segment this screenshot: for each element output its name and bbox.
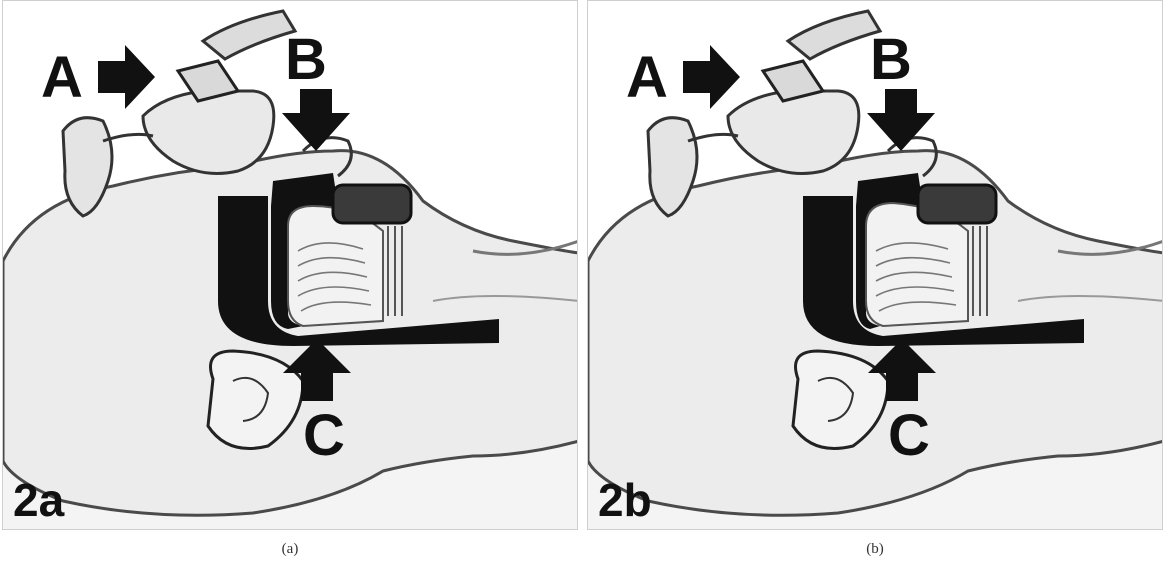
marker-label-a: A: [41, 49, 83, 107]
marker-label-b: B: [870, 31, 912, 89]
marker-label-a: A: [626, 49, 668, 107]
marker-label-c: C: [888, 407, 930, 465]
marker-label-c: C: [303, 407, 345, 465]
panel-label: 2a: [13, 477, 64, 523]
caption-a: (a): [250, 541, 330, 558]
marker-label-b: B: [285, 31, 327, 89]
figure-panel-b: A B C 2b: [587, 0, 1163, 530]
caption-b: (b): [835, 541, 915, 558]
panel-label: 2b: [598, 477, 652, 523]
figure-panel-a: A B C 2a: [2, 0, 578, 530]
